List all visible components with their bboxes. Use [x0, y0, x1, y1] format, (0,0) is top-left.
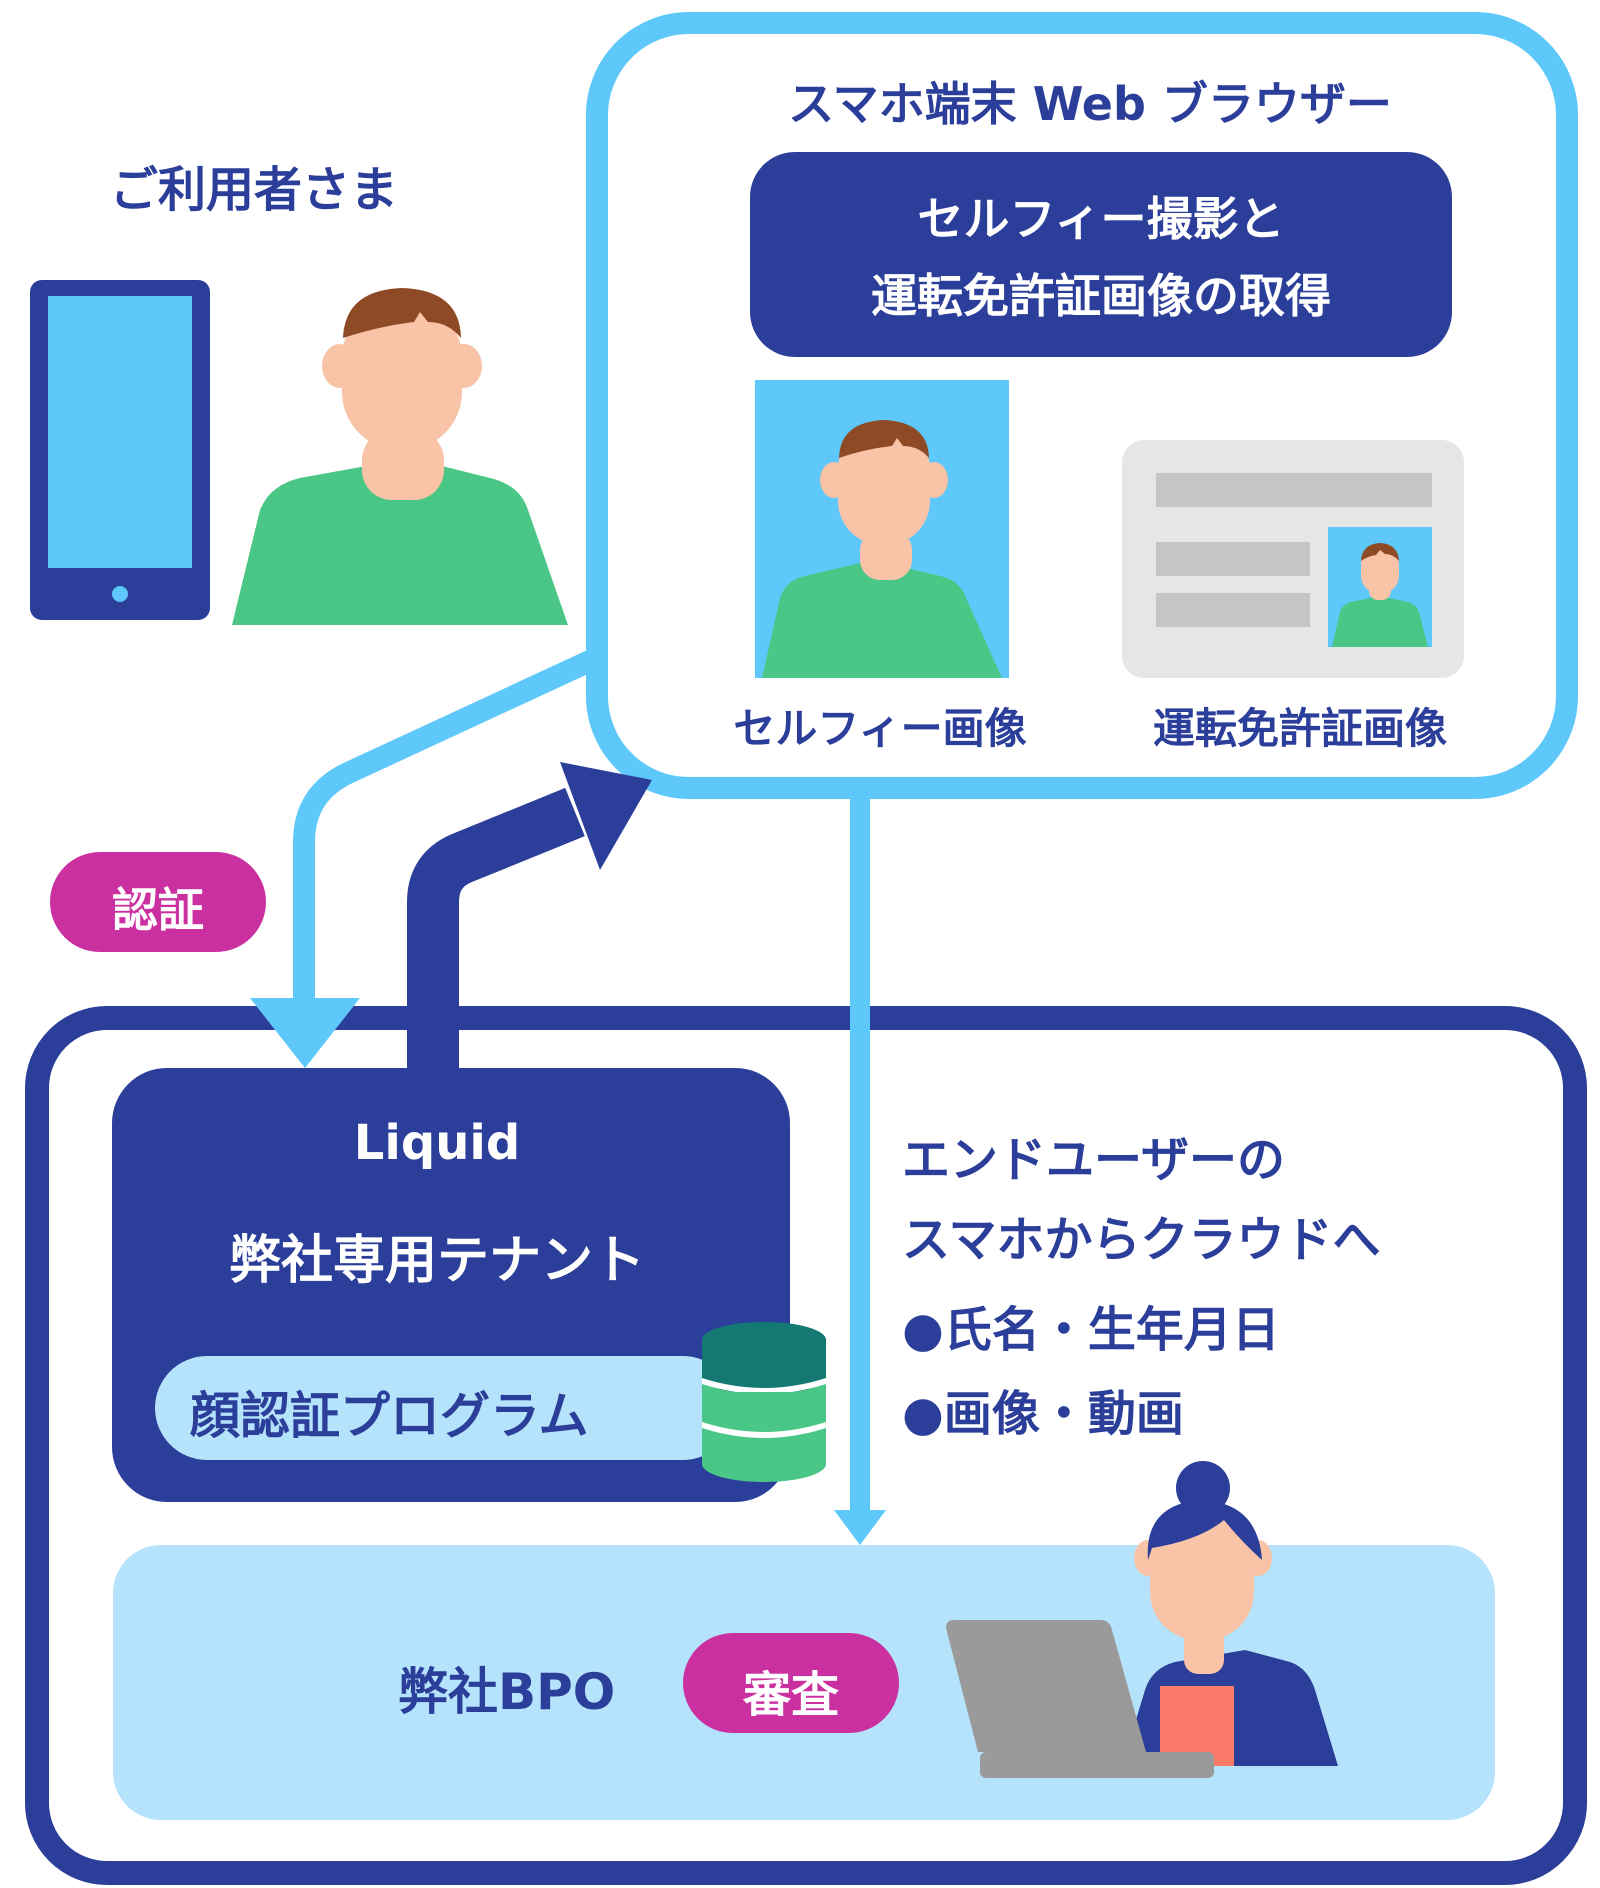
- browser-to-tenant-arrowhead: [250, 998, 360, 1068]
- selfie-photo-icon: [755, 380, 1009, 678]
- face-auth-program-pill: [155, 1356, 735, 1460]
- cloud-transfer-arrowhead: [834, 1510, 886, 1545]
- capture-action-line2: 運転免許証画像の取得: [871, 269, 1331, 323]
- transfer-bullet1: ●氏名・生年月日: [902, 1302, 1280, 1358]
- review-badge: [683, 1633, 899, 1733]
- transfer-line1: エンドユーザーの: [902, 1132, 1286, 1188]
- license-card-icon: [1122, 440, 1464, 678]
- user-person-icon: [232, 288, 568, 625]
- transfer-line2: スマホからクラウドへ: [902, 1212, 1381, 1268]
- operator-person-icon: [946, 1461, 1338, 1778]
- review-badge-label: 審査: [742, 1667, 839, 1723]
- tenant-to-browser-arrow-shaft: [407, 787, 585, 1100]
- face-auth-program-label: 顔認証プログラム: [190, 1387, 589, 1445]
- auth-badge: [50, 852, 266, 952]
- auth-badge-label: 認証: [112, 883, 204, 937]
- user-label: ご利用者さま: [110, 162, 399, 218]
- bpo-label: 弊社BPO: [398, 1663, 616, 1721]
- capture-action-line1: セルフィー撮影と: [917, 192, 1285, 246]
- smartphone-icon: [30, 280, 210, 620]
- browser-to-tenant-arrow-shaft: [293, 650, 597, 1004]
- browser-title: スマホ端末 Web ブラウザー: [788, 77, 1392, 131]
- selfie-caption: セルフィー画像: [733, 704, 1027, 753]
- transfer-bullet2: ●画像・動画: [902, 1386, 1184, 1442]
- capture-action-box: [750, 152, 1452, 357]
- tenant-to-browser-arrowhead: [560, 762, 652, 870]
- tenant-line1: Liquid: [353, 1115, 521, 1171]
- license-caption: 運転免許証画像: [1152, 704, 1447, 753]
- tenant-line2: 弊社専用テナント: [228, 1231, 645, 1291]
- database-icon: [702, 1322, 826, 1482]
